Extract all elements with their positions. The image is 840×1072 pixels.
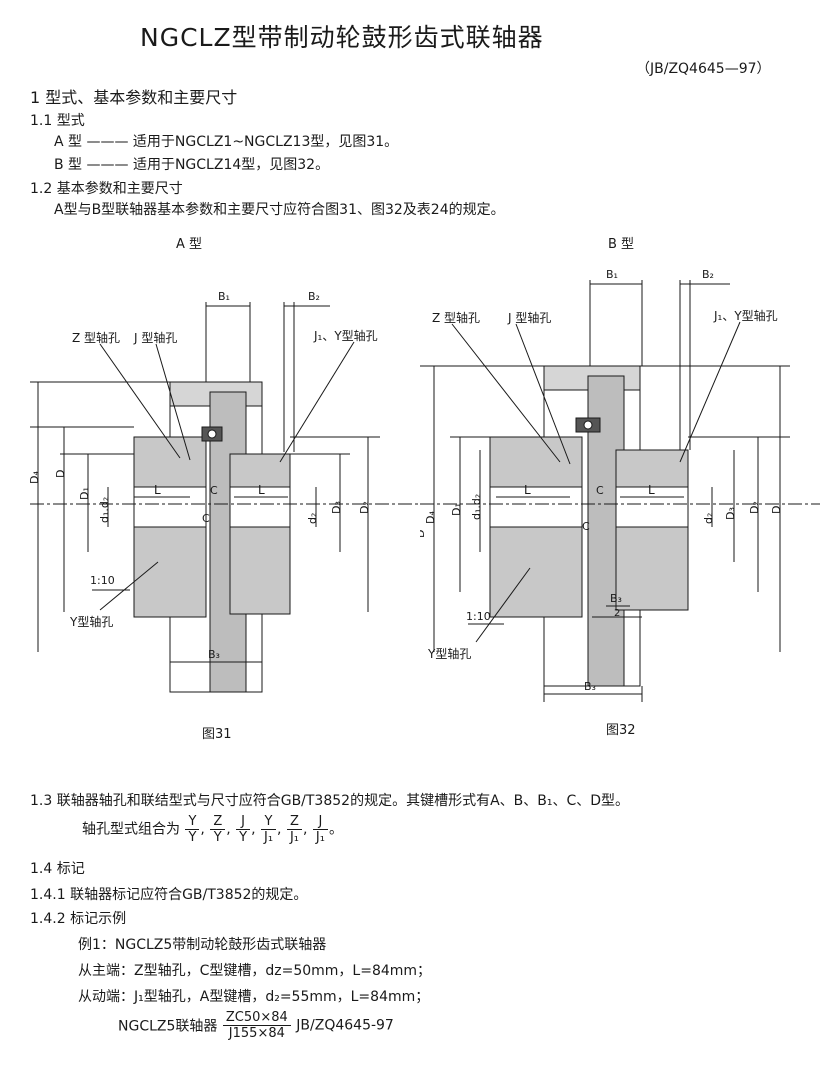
- type-a-line: A 型 ——— 适用于NGCLZ1~NGCLZ13型，见图31。: [54, 134, 399, 150]
- right-hub: [615, 449, 689, 611]
- fig31-D3: D₃: [330, 501, 343, 514]
- fig31-j1y-bore: J₁、Y型轴孔: [313, 328, 378, 343]
- combo-4-den: J₁: [263, 830, 274, 845]
- section-1-4-heading: 1.4 标记: [30, 861, 85, 877]
- fig32-caption: 图32: [606, 723, 636, 738]
- fig32-D4: D₄: [424, 511, 437, 524]
- fig32-L-right: L: [648, 483, 655, 497]
- combo-3-num: J: [236, 814, 251, 830]
- example-main-end: 从主端：Z型轴孔，C型键槽，dz=50mm，L=84mm；: [78, 963, 432, 979]
- combo-1-num: Y: [185, 814, 200, 830]
- fig31-b1: B₁: [218, 290, 230, 303]
- fig31-z-bore: Z 型轴孔: [72, 330, 120, 345]
- fig32-D1: D₁: [450, 503, 463, 516]
- fig32-d1d2: d₁.d₂: [470, 494, 483, 520]
- section-1-2-text: A型与B型联轴器基本参数和主要尺寸应符合图31、图32及表24的规定。: [54, 202, 505, 218]
- fig31-d1: D₁: [78, 487, 91, 500]
- combo-6-num: J: [312, 814, 328, 830]
- section-1-4-2-heading: 1.4.2 标记示例: [30, 911, 127, 927]
- combo-5-den: J₁: [289, 830, 299, 845]
- fig31-C: C: [210, 484, 218, 497]
- fig32-b3half-num: B₃: [610, 592, 622, 605]
- combo-4-num: Y: [260, 814, 277, 830]
- combo-1-den: Y: [188, 830, 197, 845]
- combo-2-num: Z: [210, 814, 226, 830]
- fig31-j-bore: J 型轴孔: [133, 330, 177, 345]
- section-1-2-heading: 1.2 基本参数和主要尺寸: [30, 181, 183, 197]
- section-1-1-heading: 1.1 型式: [30, 113, 85, 129]
- fig32-D2: D₂: [748, 501, 761, 514]
- right-hub: [229, 453, 291, 615]
- fig32-L-left: L: [524, 483, 531, 497]
- fig31-d2: d₂: [306, 513, 319, 524]
- combo-3-den: Y: [239, 830, 248, 845]
- fig32-taper: 1:10: [466, 610, 491, 623]
- page-title: NGCLZ型带制动轮鼓形齿式联轴器: [140, 23, 544, 52]
- combo-label: 轴孔型式组合为: [82, 821, 180, 838]
- example-1-title: 例1：NGCLZ5带制动轮鼓形齿式联轴器: [78, 937, 327, 953]
- mark-numerator: ZC50×84: [222, 1010, 291, 1026]
- fig32-C: C: [596, 484, 604, 497]
- figure-32-drawing: B 型 B₁ B₂ Z 型轴孔 J 型轴孔 J₁、Y型轴孔 D D₄ D₁ d₁…: [420, 237, 820, 738]
- mark-standard: JB/ZQ4645-97: [296, 1017, 394, 1034]
- standard-number: （JB/ZQ4645—97）: [636, 61, 771, 77]
- fig31-D2: D₂: [358, 501, 371, 514]
- fig32-C-lower: C: [582, 520, 590, 533]
- fig32-j1y-bore: J₁、Y型轴孔: [713, 308, 778, 323]
- combo-2-den: Y: [213, 830, 222, 845]
- fig32-top-caption: B 型: [608, 237, 634, 252]
- fig31-C-lower: C: [202, 512, 210, 525]
- type-b-line: B 型 ——— 适用于NGCLZ14型，见图32。: [54, 157, 330, 173]
- fig32-b3: B₃: [584, 680, 596, 693]
- fig31-top-caption: A 型: [176, 237, 202, 252]
- fig32-z-bore: Z 型轴孔: [432, 310, 480, 325]
- fig32-b1: B₁: [606, 268, 618, 281]
- section-1-heading: 1 型式、基本参数和主要尺寸: [30, 88, 238, 107]
- fig32-D3: D₃: [724, 507, 737, 520]
- section-1-4-1-text: 1.4.1 联轴器标记应符合GB/T3852的规定。: [30, 887, 308, 903]
- fig31-L-right: L: [258, 483, 265, 497]
- fig31-d: D: [54, 470, 67, 478]
- fig31-caption: 图31: [202, 727, 232, 742]
- fig31-d4: D₄: [30, 471, 41, 484]
- fig31-b2: B₂: [308, 290, 320, 303]
- example-driven-end: 从动端：J₁型轴孔，A型键槽，d₂=55mm，L=84mm；: [78, 989, 430, 1005]
- fig32-Dr: D: [770, 506, 783, 514]
- fig32-d2: d₂: [702, 513, 715, 524]
- section-1-3-text: 1.3 联轴器轴孔和联结型式与尺寸应符合GB/T3852的规定。其键槽形式有A、…: [30, 793, 630, 809]
- mark-denominator: J155×84: [228, 1026, 285, 1041]
- figure-31-drawing: A 型 B₁ B₂ Z 型轴孔 J 型轴孔 J₁、Y型轴孔 D₄ D D₁ d₁…: [30, 237, 430, 742]
- fig31-b3: B₃: [208, 648, 220, 661]
- combo-6-den: J₁: [315, 830, 325, 845]
- fig32-j-bore: J 型轴孔: [507, 310, 551, 325]
- fig32-y-bore: Y型轴孔: [427, 646, 471, 661]
- mark-name: NGCLZ5联轴器: [118, 1018, 218, 1035]
- fig31-L-left: L: [154, 483, 161, 497]
- combo-end: 。: [328, 821, 343, 838]
- fig32-D: D: [420, 530, 427, 538]
- combo-5-num: Z: [286, 814, 302, 830]
- fig32-b3half-den: 2: [614, 608, 620, 619]
- fig31-y-bore: Y型轴孔: [69, 614, 113, 629]
- fig32-b2: B₂: [702, 268, 714, 281]
- fig31-d1d2: d₁.d₂: [98, 497, 111, 523]
- fig31-taper: 1:10: [90, 574, 115, 587]
